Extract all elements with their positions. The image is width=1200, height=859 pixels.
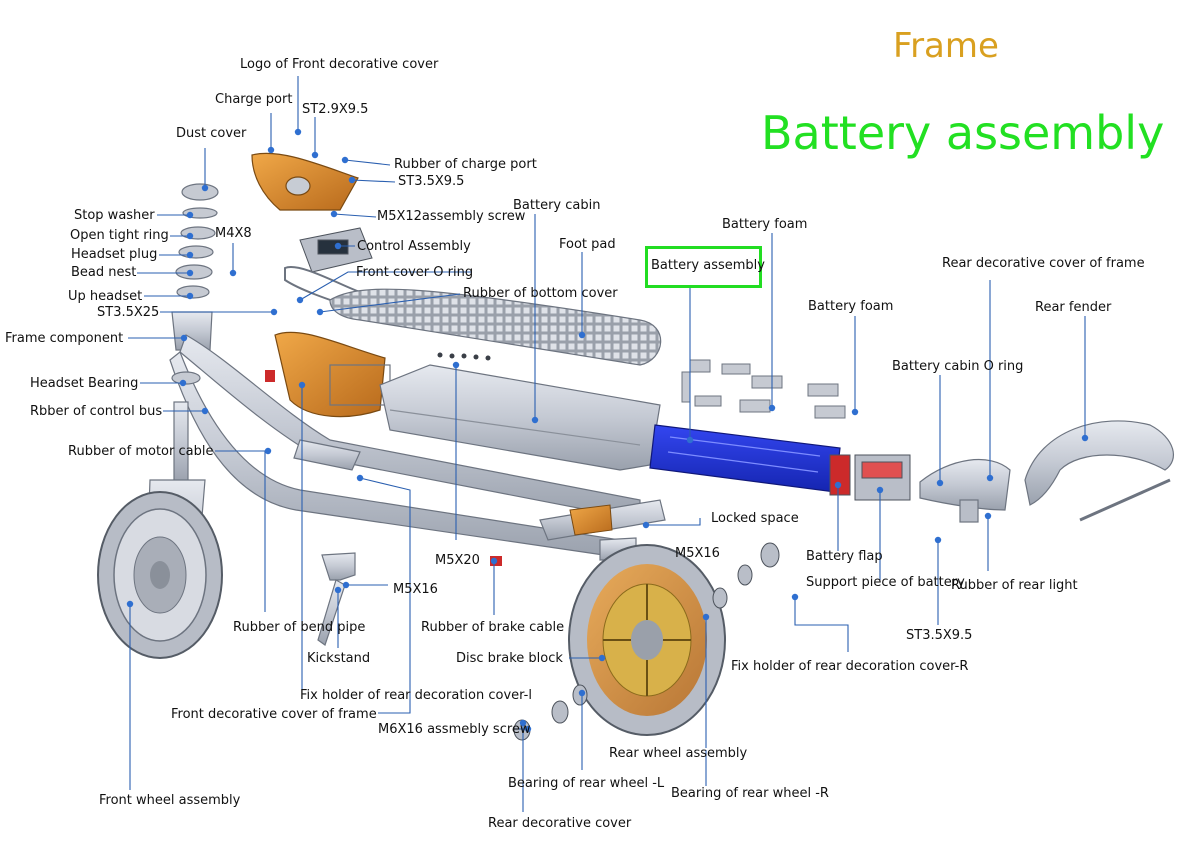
brake-caliper [569,504,613,536]
label-rubber-rear-light: Rubber of rear light [951,578,1078,593]
label-rubber-brake-cable: Rubber of brake cable [421,620,565,635]
label-st35x95-top: ST3.5X9.5 [398,174,465,189]
label-m5x16-right: M5X16 [675,546,720,561]
label-battery-foam-1: Battery foam [722,217,808,232]
label-frame-component: Frame component [5,331,124,346]
control-assembly [299,227,373,273]
label-fix-holder-r: Fix holder of rear decoration cover-R [731,659,969,674]
rear-fender [1024,420,1174,506]
label-battery-flap: Battery flap [806,549,883,564]
label-rubber-motor-cable: Rubber of motor cable [68,444,214,459]
label-support-piece-battery: Support piece of battery [806,575,965,590]
label-control-assembly: Control Assembly [357,239,471,254]
battery-cabin [379,364,661,471]
label-bead-nest: Bead nest [71,265,137,280]
screw-row [437,352,491,361]
label-front-wheel-assembly: Front wheel assembly [99,793,241,808]
label-disc-brake-block: Disc brake block [456,651,563,666]
label-kickstand: Kickstand [307,651,371,666]
label-bearing-rear-wheel-l: Bearing of rear wheel -L [508,776,665,791]
label-battery-assembly: Battery assembly [651,258,765,273]
front-wheel-assembly [97,491,223,659]
battery-pack [649,424,841,493]
battery-flap-group [829,454,911,501]
label-m5x16-left: M5X16 [393,582,438,597]
label-rear-wheel-assembly: Rear wheel assembly [609,746,748,761]
label-m5x20: M5X20 [435,553,480,568]
rear-decorative-cover-frame [919,458,1011,523]
label-front-decorative-cover-frame: Front decorative cover of frame [171,707,377,722]
front-decorative-cover [251,152,359,211]
label-rubber-charge-port: Rubber of charge port [394,157,537,172]
bottom-cover [274,331,391,418]
frame-component [169,311,666,561]
label-open-tight-ring: Open tight ring [70,228,169,243]
label-bearing-rear-wheel-r: Bearing of rear wheel -R [671,786,829,801]
label-battery-foam-2: Battery foam [808,299,894,314]
label-st35x95-bottom: ST3.5X9.5 [906,628,973,643]
foot-pad [329,288,662,366]
label-dust-cover: Dust cover [176,126,247,141]
label-charge-port: Charge port [215,92,293,107]
rear-wheel-assembly [568,544,726,736]
label-m6x16-screw: M6X16 assmebly screw [378,722,531,737]
label-foot-pad: Foot pad [559,237,616,252]
label-st35x25: ST3.5X25 [97,305,160,320]
label-rear-fender: Rear fender [1035,300,1112,315]
battery-foam [681,359,846,419]
label-m5x12-screw: M5X12assembly screw [377,209,526,224]
label-battery-cabin-o-ring: Battery cabin O ring [892,359,1024,374]
leader-dots [126,128,1089,733]
label-front-cover-o-ring: Front cover O ring [356,265,474,280]
label-rear-decorative-cover-frame: Rear decorative cover of frame [942,256,1145,271]
label-headset-bearing: Headset Bearing [30,376,139,391]
label-rubber-bottom-cover: Rubber of bottom cover [463,286,618,301]
headset-stack [171,183,219,385]
label-m4x8: M4X8 [215,226,252,241]
label-logo-front-decorative-cover: Logo of Front decorative cover [240,57,439,72]
label-rear-decorative-cover: Rear decorative cover [488,816,632,831]
rubber-control-bus-part [265,370,275,382]
label-locked-space: Locked space [711,511,799,526]
label-stop-washer: Stop washer [74,208,155,223]
label-fix-holder-l: Fix holder of rear decoration cover-l [300,688,532,703]
battery-assembly-title: Battery assembly [761,106,1165,160]
battery-assembly-highlight [645,246,762,288]
label-headset-plug: Headset plug [71,247,158,262]
label-battery-cabin: Battery cabin [513,198,601,213]
frame-title: Frame [893,26,999,66]
label-st29x95: ST2.9X9.5 [302,102,369,117]
leader-lines [128,76,1086,812]
label-rubber-bend-pipe: Rubber of bend pipe [233,620,366,635]
label-rubber-control-bus: Rbber of control bus [30,404,163,419]
label-up-headset: Up headset [68,289,143,304]
